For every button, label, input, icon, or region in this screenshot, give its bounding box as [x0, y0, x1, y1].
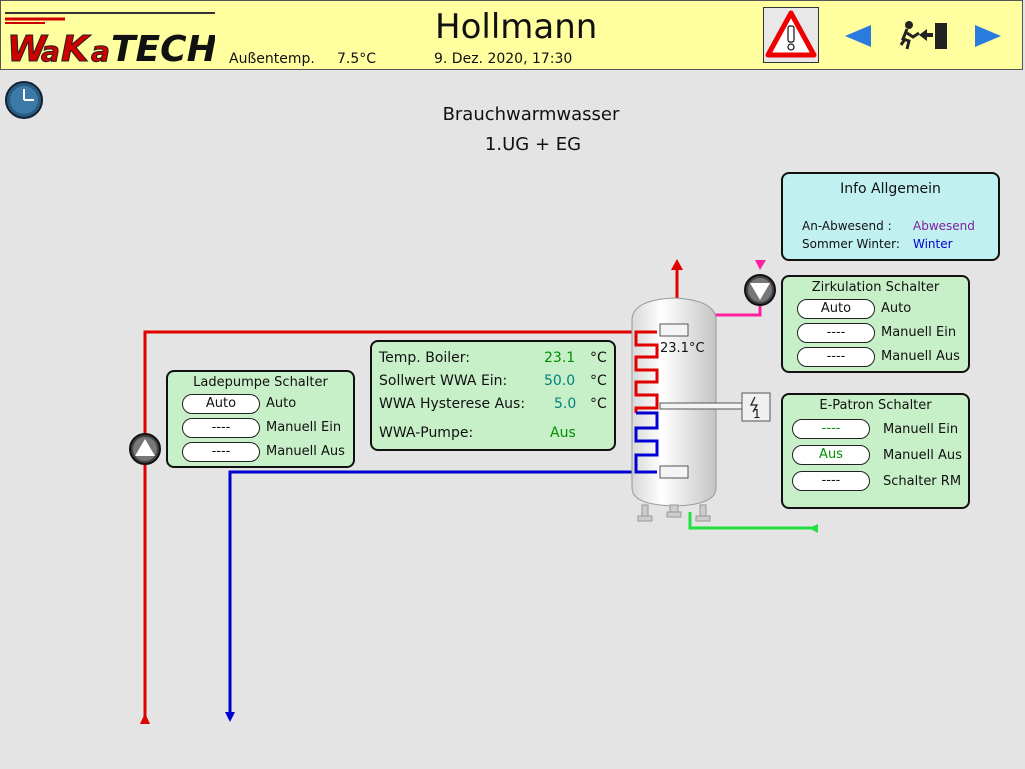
section-subtitle: 1.UG + EG [484, 134, 582, 155]
setpoint-label: Sollwert WWA Ein: [379, 373, 508, 389]
zirkulation-panel: Zirkulation Schalter Auto ---- ---- Auto… [781, 275, 970, 373]
svg-text:K: K [61, 29, 92, 67]
ladepumpe-manual-on-button[interactable]: ---- [182, 418, 260, 438]
return-pipe [688, 512, 812, 530]
zirkulation-label-on: Manuell Ein [881, 325, 957, 340]
svg-text:TECH: TECH [111, 29, 215, 67]
datetime: 9. Dez. 2020, 17:30 [434, 51, 573, 67]
hysteresis-label: WWA Hysterese Aus: [379, 396, 526, 412]
circulation-arrow-icon [755, 260, 766, 270]
boiler-temp-value: 23.1 [544, 350, 576, 366]
exit-icon[interactable] [899, 19, 949, 51]
epatron-manual-on-button[interactable]: ---- [792, 419, 870, 439]
heater-label: 1 [753, 407, 761, 421]
hysteresis-unit: °C [590, 396, 607, 412]
zirkulation-manual-on-button[interactable]: ---- [797, 323, 875, 343]
epatron-label-rm: Schalter RM [883, 474, 962, 489]
forward-arrow-icon[interactable] [973, 23, 1003, 49]
presence-label: An-Abwesend : [802, 219, 892, 233]
pump-value: Aus [550, 425, 576, 441]
zirkulation-manual-off-button[interactable]: ---- [797, 347, 875, 367]
hot-arrow-icon [140, 713, 150, 724]
season-label: Sommer Winter: [802, 237, 900, 251]
outside-temp-value: 7.5°C [337, 51, 377, 67]
pump-label: WWA-Pumpe: [379, 425, 474, 441]
season-value: Winter [913, 237, 953, 251]
ladepumpe-label-on: Manuell Ein [266, 420, 342, 435]
zirkulation-title: Zirkulation Schalter [811, 280, 940, 295]
setpoint-value[interactable]: 50.0 [544, 373, 576, 389]
svg-text:a: a [41, 35, 60, 67]
section-title: Brauchwarmwasser [442, 104, 620, 125]
zirkulation-auto-button[interactable]: Auto [797, 299, 875, 319]
circulation-pump-icon [744, 274, 776, 306]
boiler-temp-unit: °C [590, 350, 607, 366]
info-panel: Info Allgemein An-Abwesend : Abwesend So… [781, 172, 1000, 261]
tank-top-temp: 23.1°C [660, 341, 705, 356]
back-arrow-icon[interactable] [843, 23, 873, 49]
zirkulation-label-auto: Auto [881, 301, 912, 316]
epatron-label-on: Manuell Ein [883, 422, 959, 437]
ladepumpe-manual-off-button[interactable]: ---- [182, 442, 260, 462]
hot-pipe [143, 330, 657, 720]
setpoint-unit: °C [590, 373, 607, 389]
epatron-manual-off-button[interactable]: Aus [792, 445, 870, 465]
values-panel: Temp. Boiler: 23.1 °C Sollwert WWA Ein: … [370, 340, 616, 451]
cold-pipe [228, 470, 657, 716]
circulation-pipe [715, 302, 762, 317]
charge-pump-icon [129, 433, 161, 465]
header-bar: W a K a TECH Außentemp. 7.5°C 9. Dez. 20… [0, 0, 1023, 70]
hysteresis-value[interactable]: 5.0 [554, 396, 577, 412]
page-title: Hollmann [435, 7, 598, 47]
info-title: Info Allgemein [840, 181, 941, 197]
alarm-button[interactable] [763, 7, 819, 63]
cold-arrow-icon [225, 712, 235, 722]
zirkulation-label-off: Manuell Aus [881, 349, 960, 364]
epatron-rm-button[interactable]: ---- [792, 471, 870, 491]
outside-temp-label: Außentemp. [229, 51, 315, 67]
ladepumpe-auto-button[interactable]: Auto [182, 394, 260, 414]
outlet-arrow-icon [671, 259, 683, 270]
boiler-tank [631, 297, 771, 522]
ladepumpe-panel: Ladepumpe Schalter Auto ---- ---- Auto M… [166, 370, 355, 468]
ladepumpe-label-auto: Auto [266, 396, 297, 411]
svg-text:W: W [7, 29, 49, 67]
boiler-temp-label: Temp. Boiler: [379, 350, 470, 366]
epatron-label-off: Manuell Aus [883, 448, 962, 463]
epatron-panel: E-Patron Schalter ---- Aus ---- Manuell … [781, 393, 970, 509]
warning-icon [765, 10, 817, 58]
ladepumpe-label-off: Manuell Aus [266, 444, 345, 459]
svg-text:a: a [91, 35, 110, 67]
clock-icon[interactable] [4, 80, 44, 120]
ladepumpe-title: Ladepumpe Schalter [193, 375, 328, 390]
presence-value: Abwesend [913, 219, 975, 233]
wakatech-logo: W a K a TECH [5, 12, 215, 67]
epatron-title: E-Patron Schalter [819, 398, 932, 413]
return-arrow-icon [809, 524, 818, 533]
